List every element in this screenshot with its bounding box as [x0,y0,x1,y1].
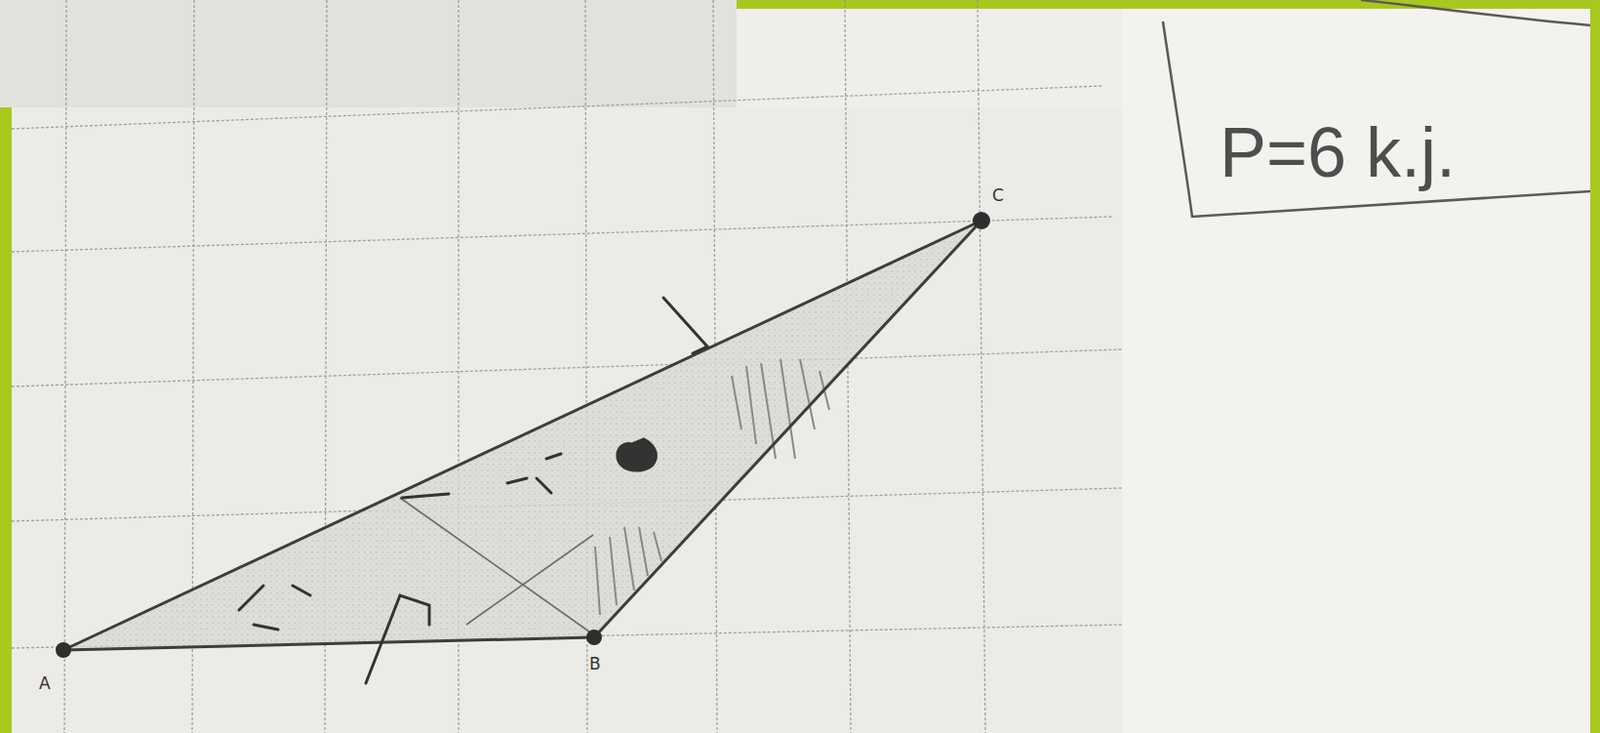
triangle [63,220,982,650]
hatching [595,359,830,615]
vertex-dot [55,211,991,658]
answer-box [1162,0,1591,217]
vertex-label: A [39,673,51,693]
paper [0,0,737,108]
grid [11,0,1122,733]
paper [1121,8,1591,733]
triangle-fill [63,220,982,650]
area-result: P=6 k.j. [1219,112,1456,193]
vertex-label: C [992,185,1004,205]
vertex-label: B [589,653,601,674]
pencil-marks [239,297,708,683]
area-text: P=6 k.j. [1219,112,1456,193]
